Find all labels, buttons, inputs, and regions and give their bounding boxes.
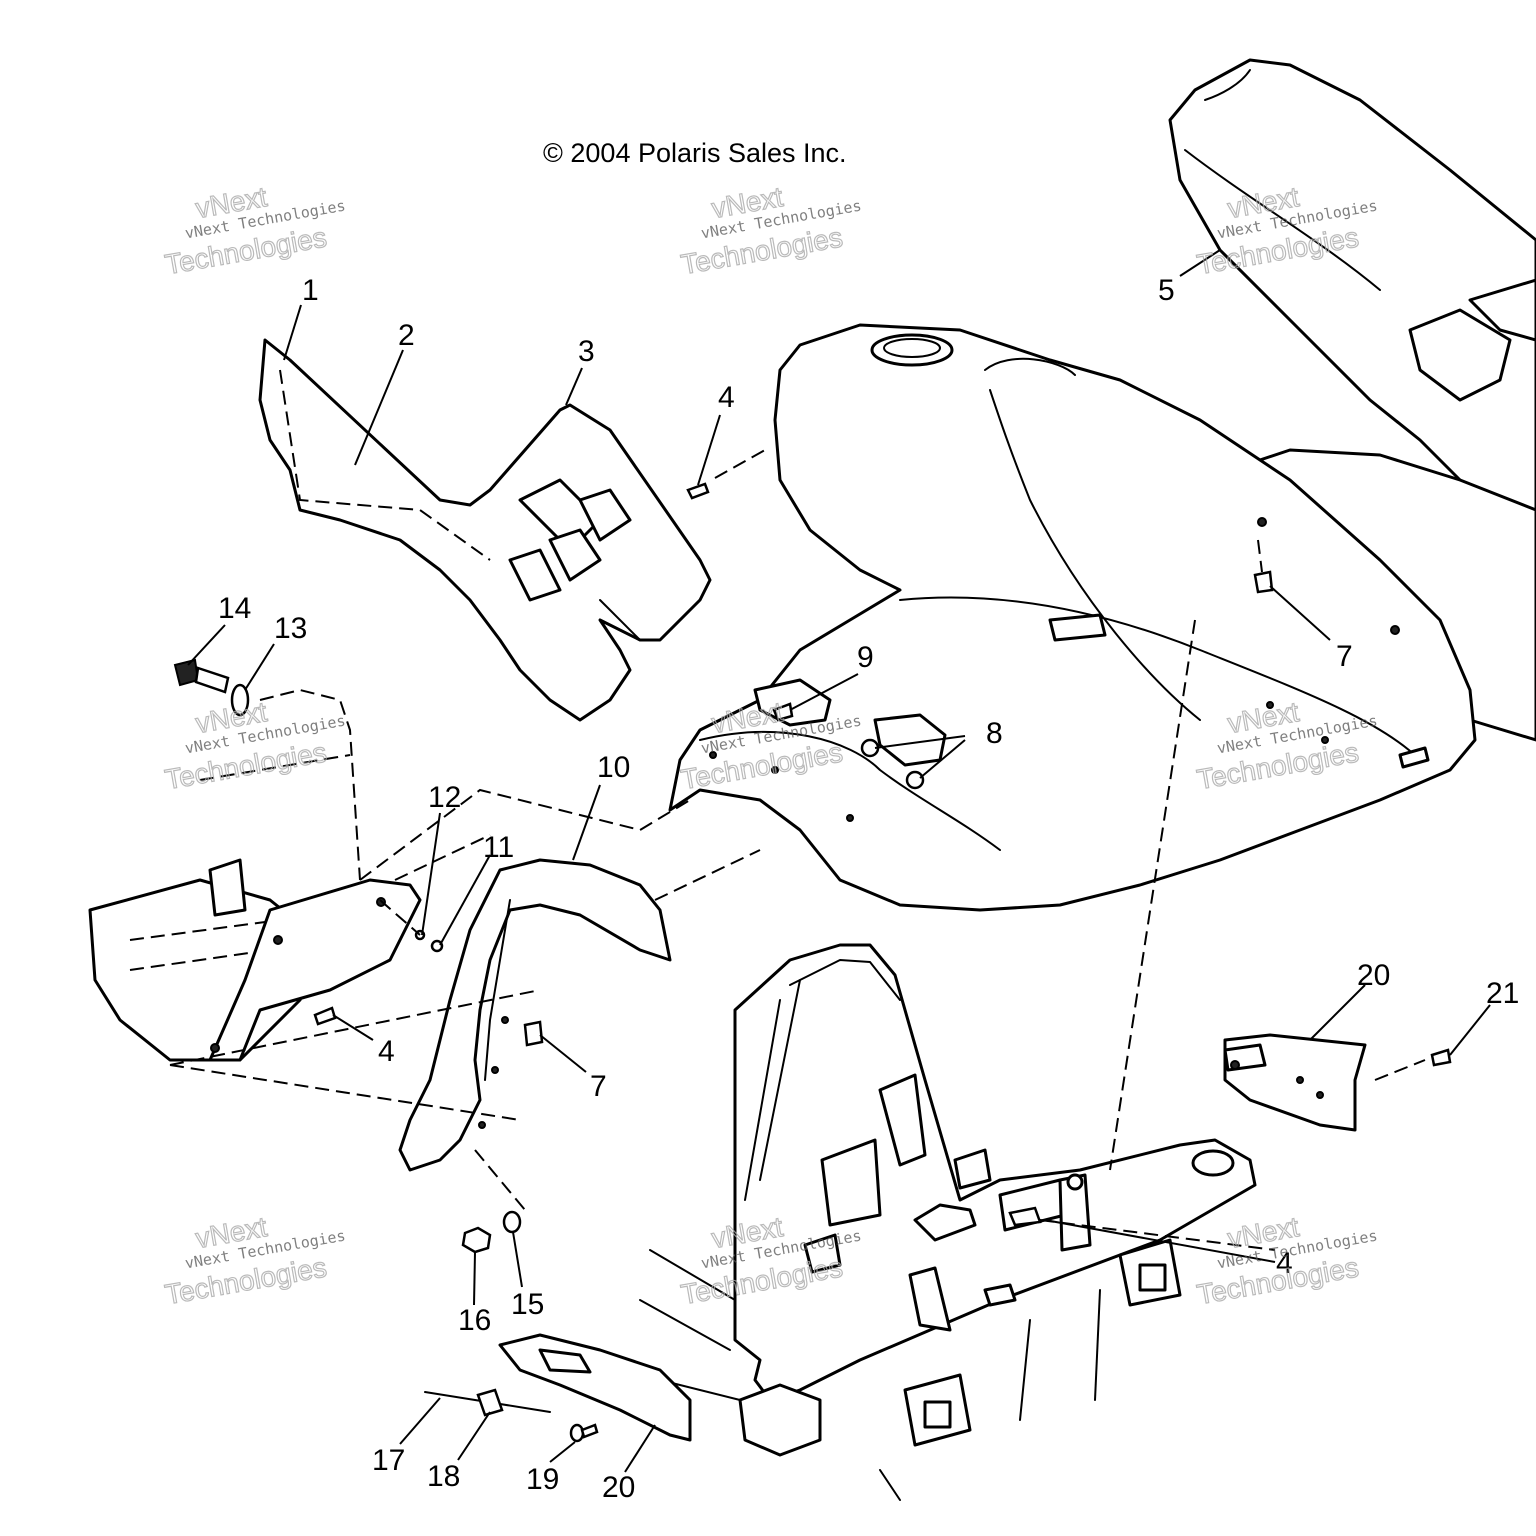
callout-10: 10 [597, 751, 630, 784]
callout-20: 20 [1357, 959, 1390, 992]
footrest [88, 858, 422, 1062]
leader-lines [187, 249, 1491, 1473]
mud-guard-right [1223, 1033, 1367, 1132]
callout-11: 11 [483, 831, 514, 864]
callout-16: 16 [458, 1304, 491, 1337]
front-fender [668, 323, 1536, 912]
watermark: vNext vNext Technologies Technologies [1194, 1211, 1379, 1311]
frame [639, 943, 1257, 1501]
callout-2: 2 [398, 319, 415, 352]
callout-12: 12 [428, 781, 461, 814]
callout-9: 9 [857, 641, 874, 674]
watermark: vNext vNext Technologies Technologies [162, 696, 347, 796]
callout-18: 18 [427, 1460, 460, 1493]
front-rack [1168, 58, 1536, 522]
callout-13: 13 [274, 612, 307, 645]
watermark: vNext vNext Technologies Technologies [1194, 696, 1379, 796]
callout-20b: 20 [602, 1471, 635, 1504]
callout-1: 1 [302, 274, 319, 307]
assembly-lines [169, 449, 1426, 1251]
callout-17: 17 [372, 1444, 405, 1477]
watermark: vNext vNext Technologies Technologies [162, 181, 347, 281]
fender-flare [398, 858, 672, 1172]
mud-guard-left [498, 1333, 692, 1442]
callout-8: 8 [986, 717, 1003, 750]
callout-4c: 4 [1276, 1247, 1293, 1280]
side-panel [258, 338, 712, 722]
copyright-text: © 2004 Polaris Sales Inc. [543, 138, 847, 168]
watermark: vNext vNext Technologies Technologies [162, 1211, 347, 1311]
callout-4: 4 [718, 381, 735, 414]
callout-19: 19 [526, 1463, 559, 1496]
callout-4b: 4 [378, 1035, 395, 1068]
callout-5: 5 [1158, 274, 1175, 307]
callout-21: 21 [1486, 977, 1519, 1010]
hardware [173, 482, 1452, 1443]
callout-7b: 7 [590, 1070, 607, 1103]
callout-3: 3 [578, 335, 595, 368]
callout-7: 7 [1336, 640, 1353, 673]
watermark: vNext vNext Technologies Technologies [678, 181, 863, 281]
callout-14: 14 [218, 592, 251, 625]
callouts: 1 2 3 4 5 7 9 8 14 13 10 12 11 4 7 20 21… [218, 274, 1519, 1504]
callout-15: 15 [511, 1288, 544, 1321]
